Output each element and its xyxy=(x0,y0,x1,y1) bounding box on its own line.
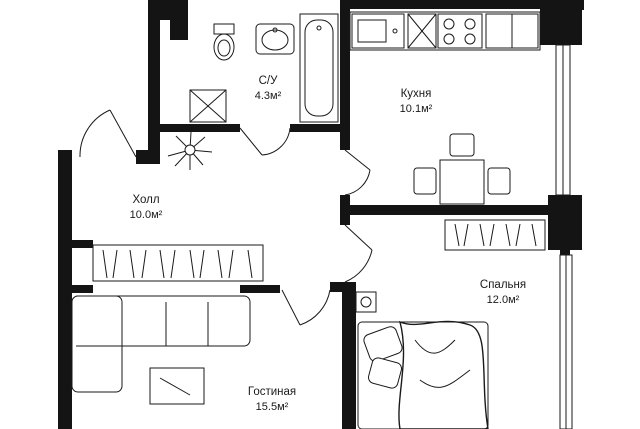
hall-wardrobe xyxy=(92,244,264,282)
living-area: 15.5м² xyxy=(256,401,289,413)
hall-name: Холл xyxy=(132,194,159,206)
bed-icon xyxy=(355,291,489,429)
bedroom-wardrobe xyxy=(444,219,546,251)
living-name: Гостиная xyxy=(248,386,296,398)
doors xyxy=(79,109,373,326)
plant-icon xyxy=(167,131,213,170)
kitchen-name: Кухня xyxy=(401,88,432,100)
bathroom-area: 4.3м² xyxy=(255,90,282,102)
bathroom-fixtures xyxy=(189,13,339,123)
bathroom-name: С/У xyxy=(259,75,279,87)
bedroom-name: Спальня xyxy=(480,279,526,291)
bedroom-area: 12.0м² xyxy=(487,294,520,306)
windows xyxy=(555,44,573,429)
kitchen-fixtures xyxy=(349,11,541,205)
hall-area: 10.0м² xyxy=(130,209,163,221)
kitchen-area: 10.1м² xyxy=(400,103,433,115)
sofa-icon xyxy=(71,295,251,405)
